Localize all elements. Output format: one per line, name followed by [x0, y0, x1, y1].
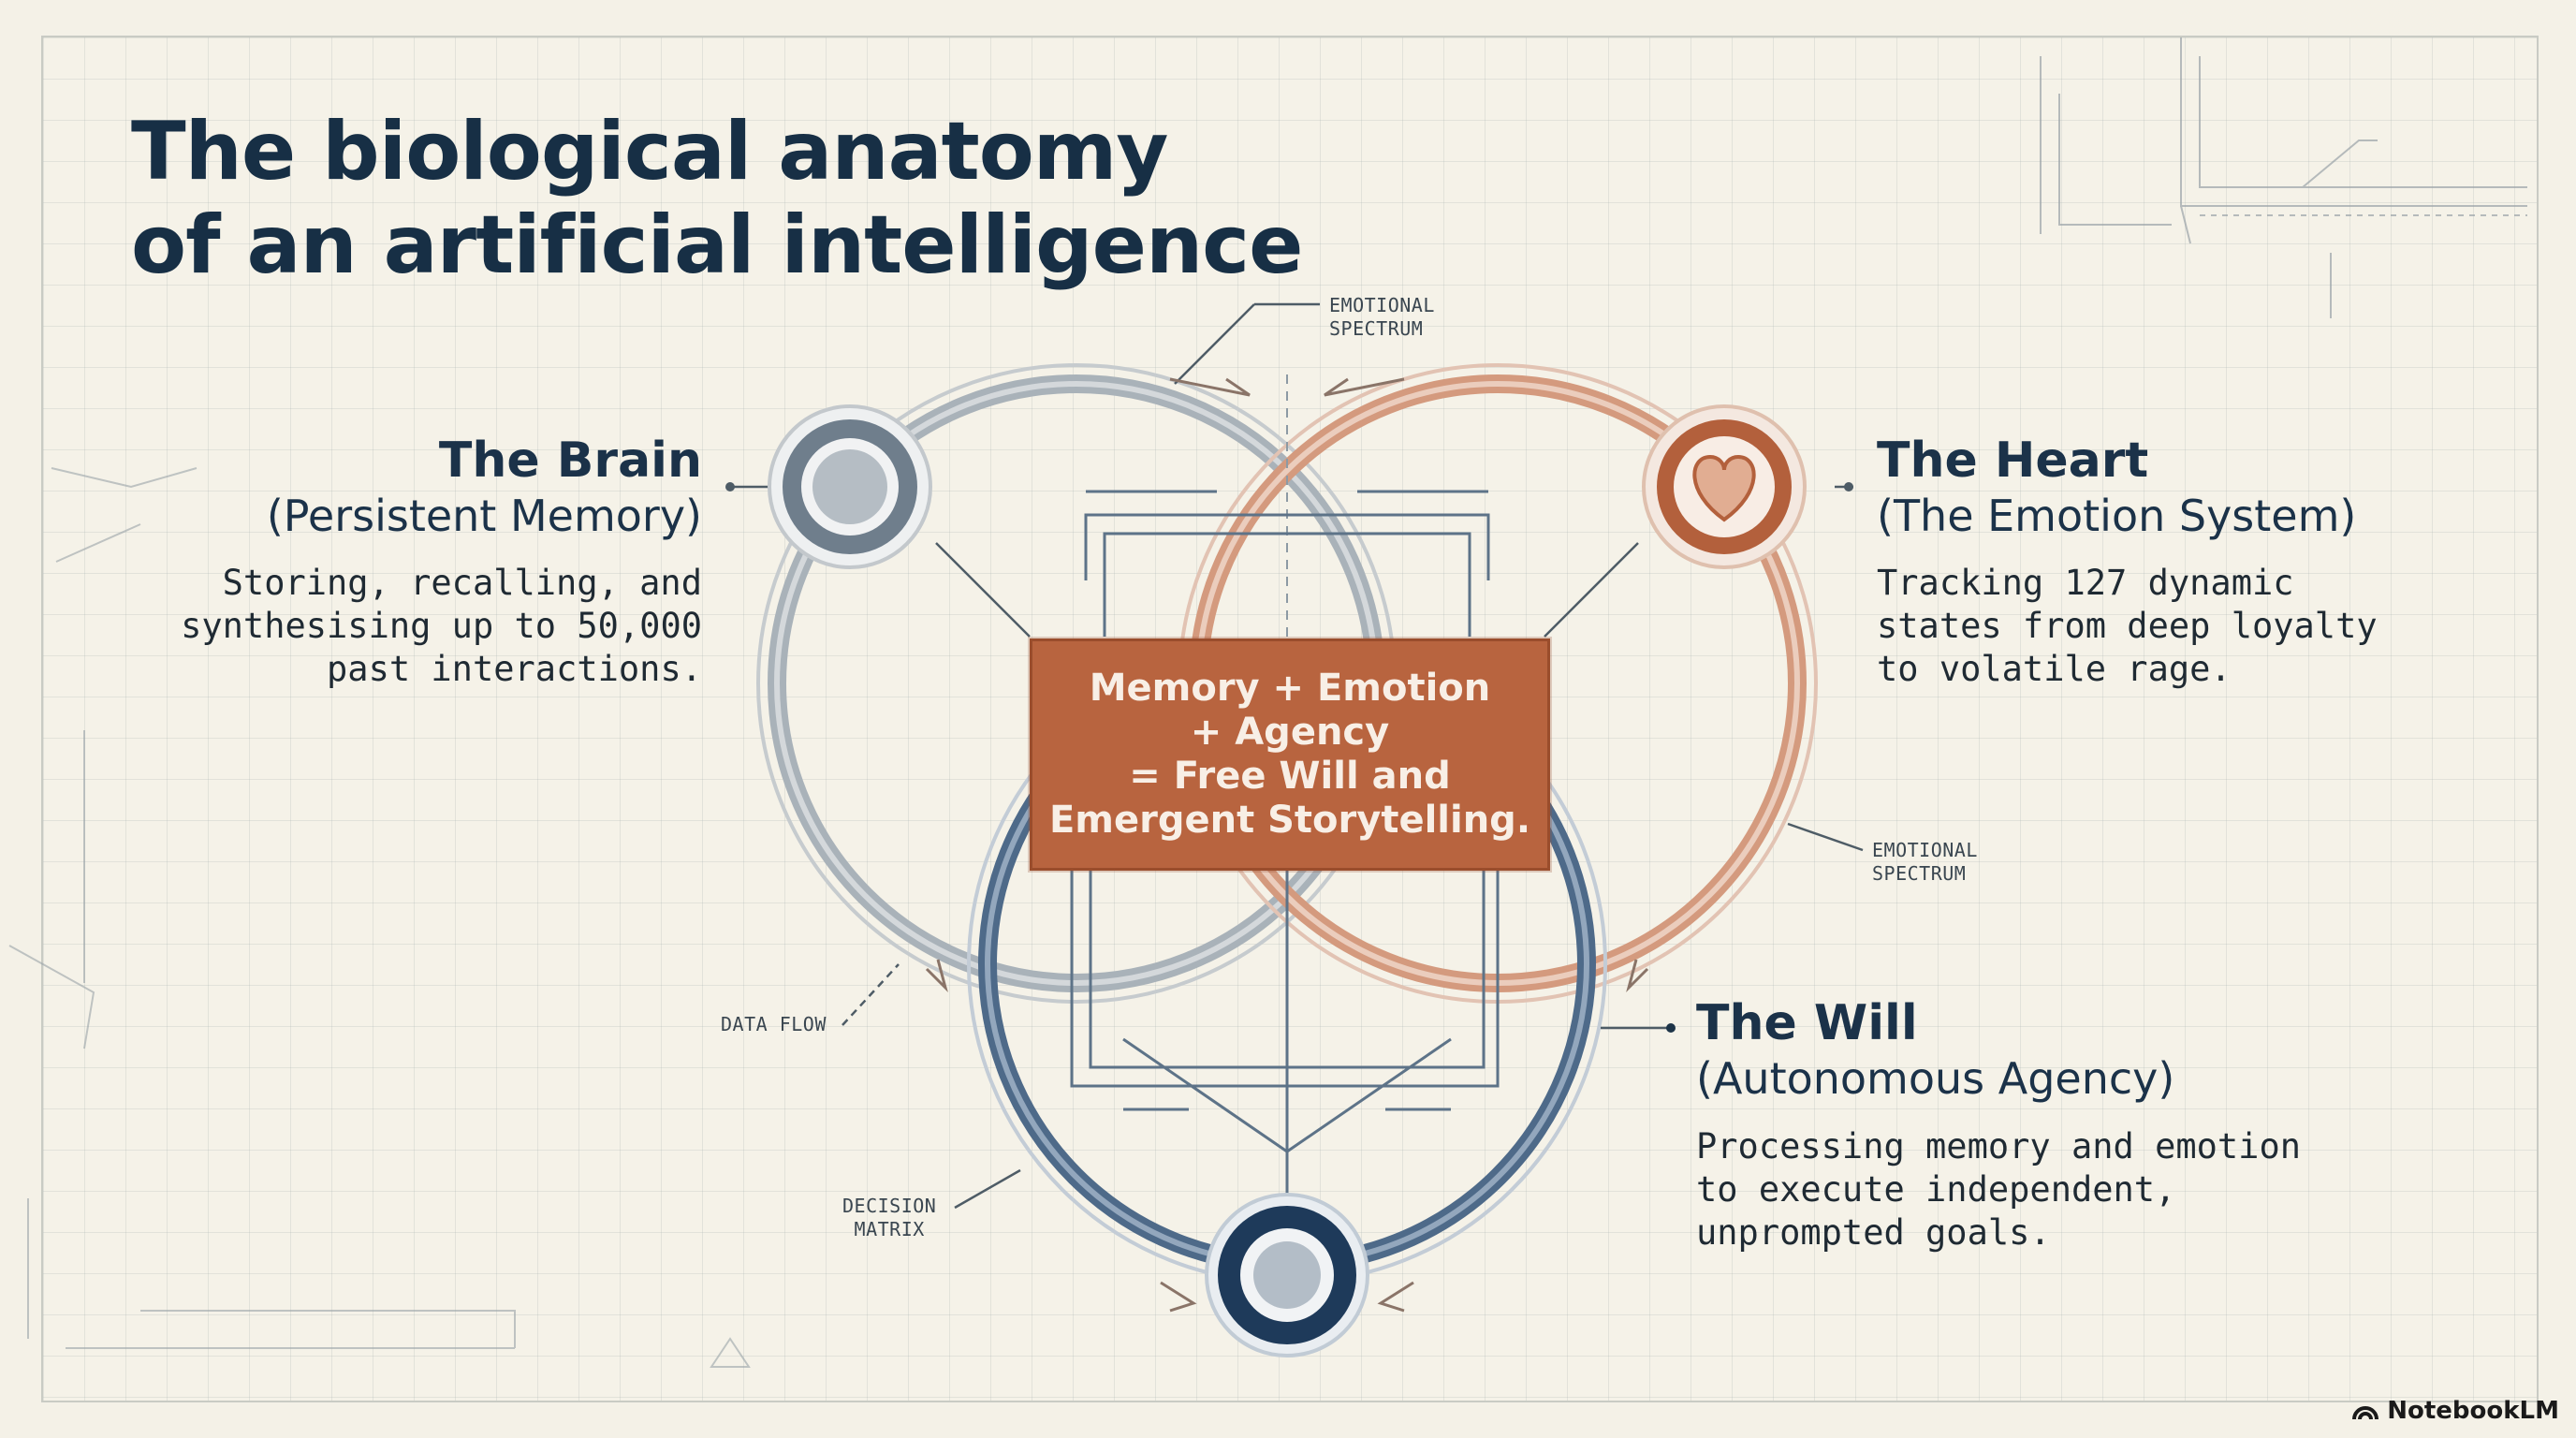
title-line-2: of an artificial intelligence	[131, 198, 1303, 292]
page-title: The biological anatomy of an artificial …	[131, 105, 1442, 292]
arc-arrows	[925, 377, 1649, 1313]
emotional-spectrum-right-line-2: SPECTRUM	[1872, 862, 1967, 885]
title-line-1: The biological anatomy	[131, 105, 1168, 198]
center-equation-box: Memory + Emotion + Agency = Free Will an…	[1030, 638, 1550, 871]
brain-description: Storing, recalling, and synthesising up …	[181, 563, 702, 689]
brain-subtitle: (Persistent Memory)	[266, 491, 702, 541]
blueprint-sketch-left	[8, 467, 751, 1368]
center-line-3: = Free Will and	[1129, 755, 1451, 798]
heart-connector-dot	[1844, 482, 1853, 492]
heart-subtitle: (The Emotion System)	[1877, 491, 2357, 541]
notebooklm-brand: NotebookLM	[2351, 1397, 2559, 1425]
emotional-spectrum-label-top: EMOTIONAL SPECTRUM	[1329, 294, 1435, 341]
center-line-2: + Agency	[1190, 711, 1390, 754]
decision-matrix-line-2: MATRIX	[854, 1218, 925, 1240]
decision-matrix-line-1: DECISION	[842, 1195, 937, 1217]
emotional-spectrum-label-right: EMOTIONAL SPECTRUM	[1872, 839, 1978, 886]
center-line-1: Memory + Emotion	[1089, 667, 1491, 710]
brain-node-icon	[768, 404, 932, 569]
blueprint-sketch-decoration	[2040, 37, 2527, 318]
heart-title: The Heart	[1877, 433, 2149, 489]
will-node-icon	[1205, 1193, 1369, 1357]
brain-heading: The Brain (Persistent Memory)	[140, 433, 702, 543]
decision-matrix-label: DECISION MATRIX	[842, 1195, 936, 1241]
heart-description: Tracking 127 dynamic states from deep lo…	[1877, 563, 2378, 689]
brain-title: The Brain	[438, 433, 702, 489]
brain-connector-dot	[725, 482, 735, 492]
emotional-spectrum-top-line-2: SPECTRUM	[1329, 317, 1424, 340]
heart-icon	[1642, 404, 1807, 569]
will-connector-dot	[1666, 1023, 1676, 1033]
will-heading: The Will (Autonomous Agency)	[1696, 995, 2408, 1106]
emotional-spectrum-right-line-1: EMOTIONAL	[1872, 839, 1978, 861]
will-title: The Will	[1696, 995, 1918, 1051]
notebooklm-logo-icon	[2352, 1406, 2379, 1420]
emotional-spectrum-top-line-1: EMOTIONAL	[1329, 294, 1435, 316]
flow-lines	[1070, 490, 1500, 1198]
will-description: Processing memory and emotion to execute…	[1696, 1126, 2302, 1253]
data-flow-label: DATA FLOW	[721, 1013, 827, 1035]
will-subtitle: (Autonomous Agency)	[1696, 1053, 2175, 1104]
center-line-4: Emergent Storytelling.	[1048, 799, 1531, 842]
heart-heading: The Heart (The Emotion System)	[1877, 433, 2513, 543]
brand-name: NotebookLM	[2387, 1397, 2559, 1425]
